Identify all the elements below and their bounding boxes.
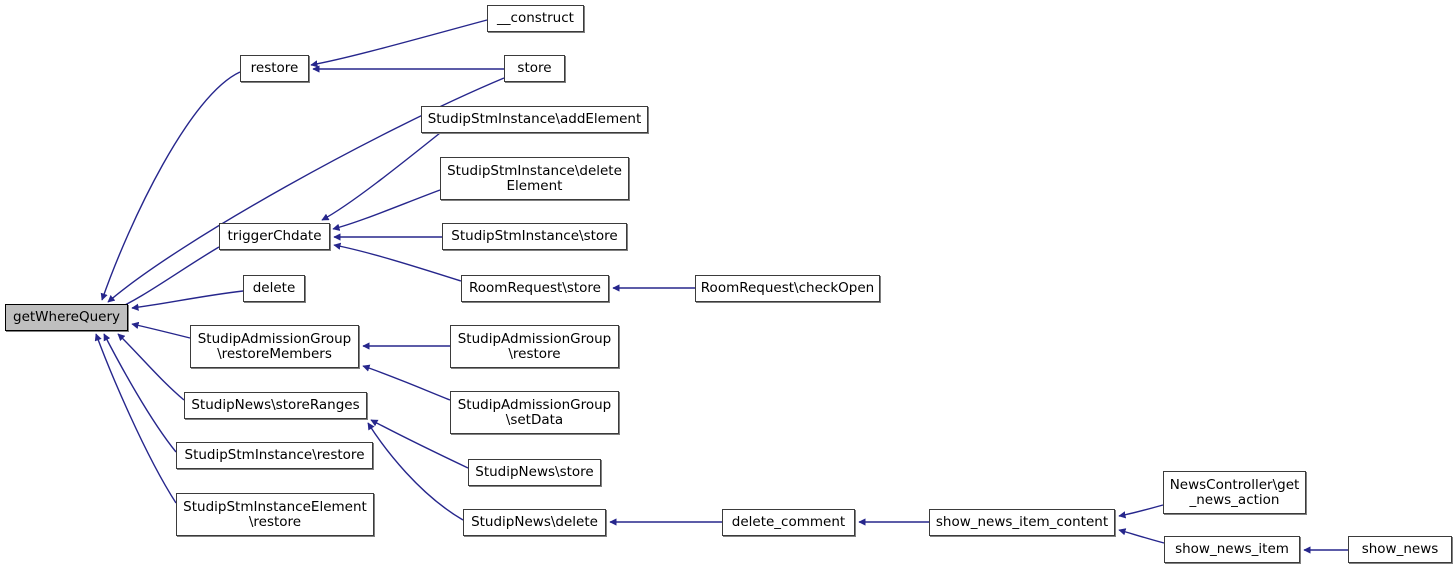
graph-node-label: StudipStmInstance\delete Element <box>447 162 622 194</box>
graph-node-rr-store[interactable]: RoomRequest\store <box>461 275 609 302</box>
graph-node-restore[interactable]: restore <box>240 55 309 82</box>
graph-node-rr-checkopen[interactable]: RoomRequest\checkOpen <box>695 275 880 302</box>
graph-edge <box>131 290 244 311</box>
graph-edge <box>332 189 441 231</box>
graph-node-delete-comment[interactable]: delete_comment <box>722 509 855 536</box>
graph-node-show-news-item-content[interactable]: show_news_item_content <box>929 509 1115 536</box>
graph-node-news-store[interactable]: StudipNews\store <box>468 459 601 486</box>
graph-edge <box>310 19 488 68</box>
graph-edge <box>94 333 177 504</box>
graph-node-show-news[interactable]: show_news <box>1348 536 1452 563</box>
graph-node-label: store <box>517 60 552 76</box>
graph-node-delete[interactable]: delete <box>243 275 305 302</box>
graph-node-label: triggerChdate <box>227 228 322 244</box>
graph-node-triggerchdate[interactable]: triggerChdate <box>219 223 330 250</box>
graph-node-label: StudipStmInstance\addElement <box>427 111 642 127</box>
graph-node-show-news-item[interactable]: show_news_item <box>1164 536 1300 563</box>
graph-node-label: __construct <box>497 10 574 26</box>
graph-edge <box>1118 504 1164 519</box>
graph-node-label: delete <box>252 280 296 296</box>
graph-node-label: restore <box>250 60 299 76</box>
graph-node-news-delete[interactable]: StudipNews\delete <box>463 509 606 536</box>
graph-edge <box>321 132 441 221</box>
graph-node-store[interactable]: store <box>504 55 565 82</box>
graph-node-label: show_news_item_content <box>935 514 1109 530</box>
graph-node-ag-setdata[interactable]: StudipAdmissionGroup \setData <box>450 391 619 434</box>
graph-node-getwherequery[interactable]: getWhereQuery <box>5 304 128 331</box>
graph-node-stm-addelement[interactable]: StudipStmInstance\addElement <box>421 106 648 133</box>
graph-node-label: StudipStmInstanceElement \restore <box>183 498 367 530</box>
graph-node-label: StudipNews\storeRanges <box>191 397 360 413</box>
graph-edge <box>333 242 462 282</box>
graph-edge <box>109 246 220 313</box>
graph-node-label: RoomRequest\store <box>469 280 601 296</box>
graph-edge <box>103 333 177 453</box>
graph-node-stm-deleteelement[interactable]: StudipStmInstance\delete Element <box>440 157 629 200</box>
graph-node-label: show_news_item <box>1175 541 1289 557</box>
graph-node-label: StudipNews\store <box>475 464 594 480</box>
graph-node-news-storeranges[interactable]: StudipNews\storeRanges <box>184 392 367 419</box>
graph-node-nc-get-news-action[interactable]: NewsController\get _news_action <box>1163 471 1306 514</box>
graph-node-label: StudipAdmissionGroup \restoreMembers <box>197 330 352 362</box>
graph-node-label: StudipAdmissionGroup \setData <box>457 396 612 428</box>
graph-edge <box>367 422 464 521</box>
graph-node-stmel-restore[interactable]: StudipStmInstanceElement \restore <box>176 493 374 536</box>
graph-node-label: show_news <box>1361 541 1439 557</box>
graph-edge <box>100 71 241 301</box>
graph-node-construct[interactable]: __construct <box>487 5 584 32</box>
graph-edge <box>131 321 191 339</box>
graph-node-label: StudipStmInstance\store <box>451 228 618 244</box>
graph-edge <box>362 364 451 401</box>
graph-node-label: NewsController\get _news_action <box>1169 476 1300 508</box>
graph-node-ag-restore[interactable]: StudipAdmissionGroup \restore <box>450 325 619 368</box>
graph-node-stm-store[interactable]: StudipStmInstance\store <box>442 223 627 250</box>
graph-node-ag-restoremembers[interactable]: StudipAdmissionGroup \restoreMembers <box>190 325 359 368</box>
graph-node-label: RoomRequest\checkOpen <box>700 280 875 296</box>
graph-node-label: getWhereQuery <box>13 309 120 325</box>
graph-node-label: StudipNews\delete <box>471 514 598 530</box>
graph-node-label: delete_comment <box>731 514 846 530</box>
graph-edge <box>117 333 185 401</box>
graph-edge <box>1118 528 1165 544</box>
graph-node-label: StudipStmInstance\restore <box>184 447 365 463</box>
graph-node-label: StudipAdmissionGroup \restore <box>457 330 612 362</box>
graph-node-stm-restore[interactable]: StudipStmInstance\restore <box>176 442 373 469</box>
